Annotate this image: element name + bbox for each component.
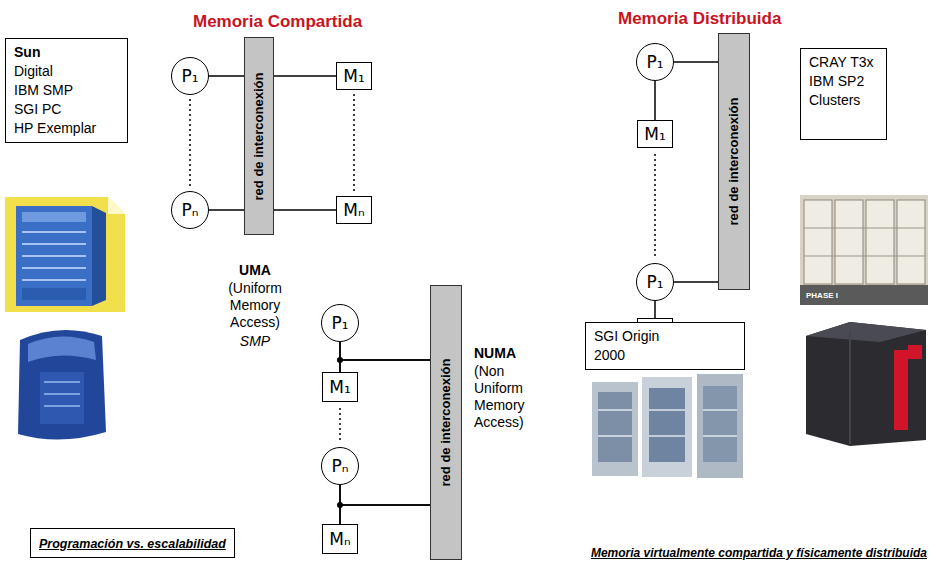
- memory-label: M₁: [343, 66, 364, 86]
- system-name: SGI PC: [14, 100, 119, 119]
- server-photo: [5, 197, 125, 312]
- system-list-box: SunDigitalIBM SMPSGI PCHP Exemplar: [5, 38, 128, 143]
- note-box: Programación vs. escalabilidad: [30, 528, 235, 558]
- cluster-photo: [800, 195, 928, 305]
- memory-label: M₁: [329, 377, 350, 397]
- memory-label: M₁: [644, 124, 665, 144]
- connector-line: [340, 360, 430, 372]
- ellipsis-dots: [654, 154, 656, 258]
- ellipsis-dots: [353, 94, 355, 193]
- architecture-subtitle: SMP: [218, 333, 292, 350]
- server-photo: [18, 330, 106, 440]
- processor-circle: Pₙ: [321, 447, 359, 485]
- system-name: Clusters: [809, 91, 878, 110]
- footnote-text: Memoria virtualmente compartida y física…: [591, 546, 927, 560]
- interconnect-label: red de interconexión: [439, 359, 454, 487]
- connector-line: [274, 209, 336, 211]
- system-name: CRAY T3x: [809, 53, 878, 72]
- system-list-box: SGI Origin 2000: [585, 322, 745, 370]
- processor-circle: Pₙ: [171, 191, 209, 229]
- system-name: Sun: [14, 43, 119, 62]
- memory-box: Mₙ: [336, 196, 372, 224]
- processor-circle: P₁: [636, 43, 674, 81]
- system-name: HP Exemplar: [14, 119, 119, 138]
- memory-box: M₁: [336, 62, 372, 90]
- interconnect-label: red de interconexión: [252, 72, 267, 200]
- memory-box: M₁: [637, 120, 673, 148]
- memory-label: Mₙ: [343, 200, 364, 220]
- processor-label: P₁: [646, 52, 663, 72]
- ellipsis-dots: [339, 408, 341, 443]
- processor-circle: P₁: [171, 57, 209, 95]
- connector-line: [674, 61, 718, 63]
- processor-label: Pₙ: [331, 456, 348, 476]
- processor-label: P₁: [646, 272, 663, 292]
- connector-line: [209, 75, 244, 77]
- server-photo: [592, 374, 743, 478]
- processor-label: P₁: [331, 313, 348, 333]
- architecture-expansion: (Non Uniform Memory Access): [474, 363, 540, 431]
- processor-label: Pₙ: [181, 200, 198, 220]
- connector-line: [340, 342, 430, 360]
- photo-caption: PHASE I: [806, 291, 838, 300]
- memory-box: M₁: [322, 372, 358, 402]
- section-title: Memoria Compartida: [193, 12, 362, 32]
- connector-line: [209, 209, 244, 211]
- processor-circle: P₁: [636, 263, 674, 301]
- system-name: IBM SP2: [809, 72, 878, 91]
- memory-box: Mₙ: [322, 524, 358, 554]
- connector-line: [340, 505, 430, 524]
- section-title: Memoria Distribuida: [618, 9, 781, 29]
- memory-label: Mₙ: [329, 529, 350, 549]
- architecture-expansion: (Uniform Memory Access): [212, 280, 298, 331]
- system-name: SGI Origin 2000: [594, 327, 674, 365]
- connector-line: [274, 75, 336, 77]
- note-text: Programación vs. escalabilidad: [39, 537, 226, 551]
- system-list-box: CRAY T3xIBM SP2Clusters: [800, 48, 887, 140]
- system-name: Digital: [14, 62, 119, 81]
- interconnect-bar: red de interconexión: [244, 37, 274, 235]
- processor-label: P₁: [181, 66, 198, 86]
- connector-line: [654, 301, 656, 318]
- connector-line: [654, 81, 656, 120]
- supercomputer-photo: [806, 322, 926, 446]
- processor-circle: P₁: [321, 304, 359, 342]
- ellipsis-dots: [189, 99, 191, 188]
- architecture-name: NUMA: [474, 345, 544, 362]
- interconnect-label: red de interconexión: [727, 98, 742, 226]
- system-name: IBM SMP: [14, 81, 119, 100]
- connector-line: [674, 281, 718, 283]
- architecture-name: UMA: [218, 262, 292, 279]
- interconnect-bar: red de interconexión: [718, 33, 750, 290]
- interconnect-bar: red de interconexión: [430, 285, 462, 560]
- connector-line: [340, 485, 430, 505]
